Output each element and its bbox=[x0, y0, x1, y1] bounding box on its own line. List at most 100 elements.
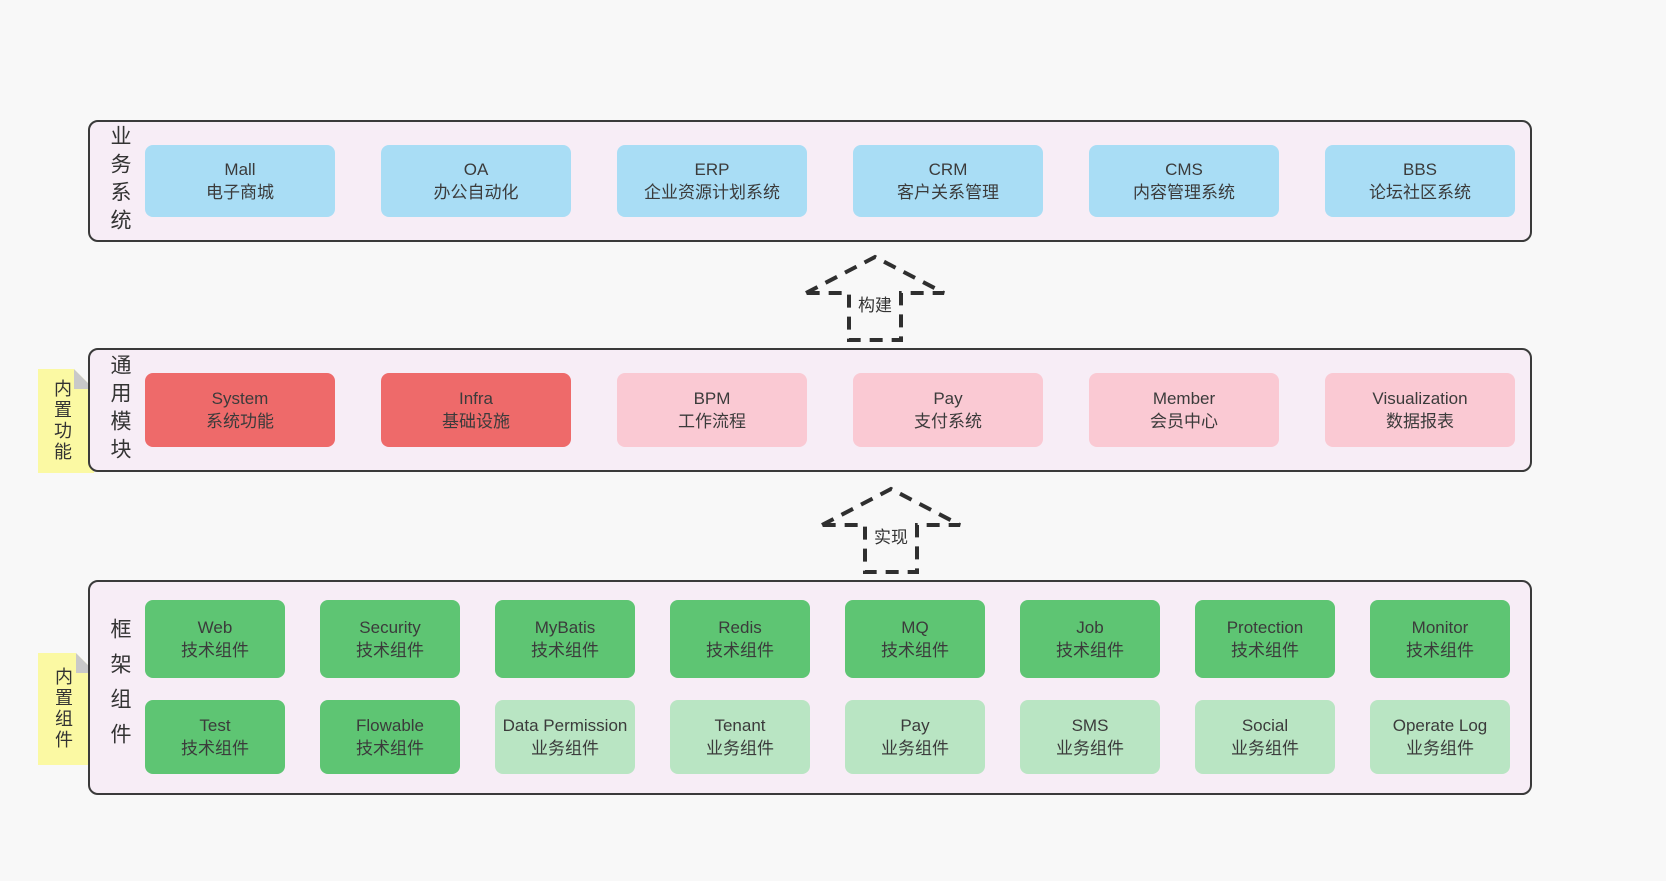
box-protection: Protection 技术组件 bbox=[1195, 600, 1335, 678]
box-subtitle: 业务组件 bbox=[1231, 739, 1299, 758]
box-title: Test bbox=[199, 716, 231, 735]
layer-side-label: 通用模块 bbox=[108, 354, 131, 466]
box-pay: Pay 支付系统 bbox=[853, 373, 1043, 447]
box-subtitle: 业务组件 bbox=[881, 739, 949, 758]
arrow-build-label: 构建 bbox=[854, 290, 896, 317]
box-title: Tenant bbox=[714, 716, 766, 735]
box-subtitle: 业务组件 bbox=[1406, 739, 1474, 758]
arrow-build: 构建 bbox=[800, 252, 950, 344]
business-systems-row: Mall 电子商城 OA 办公自动化 ERP 企业资源计划系统 CRM bbox=[90, 145, 1530, 217]
box-operate-log: Operate Log 业务组件 bbox=[1370, 700, 1510, 774]
box-subtitle: 技术组件 bbox=[1056, 641, 1124, 660]
box-subtitle: 业务组件 bbox=[706, 739, 774, 758]
box-cms: CMS 内容管理系统 bbox=[1089, 145, 1279, 217]
box-infra: Infra 基础设施 bbox=[381, 373, 571, 447]
box-title: MyBatis bbox=[534, 618, 596, 637]
box-title: Pay bbox=[900, 716, 930, 735]
box-bbs: BBS 论坛社区系统 bbox=[1325, 145, 1515, 217]
framework-components-row-1: Web 技术组件 Security 技术组件 MyBatis 技术组件 bbox=[90, 600, 1530, 678]
box-title: Operate Log bbox=[1392, 716, 1488, 735]
box-subtitle: 数据报表 bbox=[1386, 412, 1454, 431]
box-monitor: Monitor 技术组件 bbox=[1370, 600, 1510, 678]
box-title: ERP bbox=[694, 160, 730, 179]
box-subtitle: 内容管理系统 bbox=[1133, 183, 1235, 202]
box-title: Monitor bbox=[1411, 618, 1469, 637]
box-subtitle: 业务组件 bbox=[1056, 739, 1124, 758]
box-subtitle: 办公自动化 bbox=[433, 183, 519, 202]
up-arrow-icon bbox=[821, 486, 961, 574]
box-subtitle: 技术组件 bbox=[706, 641, 774, 660]
box-title: Mall bbox=[224, 160, 256, 179]
box-subtitle: 技术组件 bbox=[531, 641, 599, 660]
box-title: Data Permission bbox=[502, 716, 628, 735]
box-title: SMS bbox=[1071, 716, 1109, 735]
box-subtitle: 支付系统 bbox=[914, 412, 982, 431]
box-mall: Mall 电子商城 bbox=[145, 145, 335, 217]
box-visualization: Visualization 数据报表 bbox=[1325, 373, 1515, 447]
up-arrow-icon bbox=[805, 254, 945, 342]
sticky-note-label: 内置组件 bbox=[53, 667, 73, 751]
sticky-note-label: 内置功能 bbox=[52, 379, 72, 463]
box-member: Member 会员中心 bbox=[1089, 373, 1279, 447]
box-subtitle: 基础设施 bbox=[442, 412, 510, 431]
box-title: Social bbox=[1241, 716, 1289, 735]
box-flowable: Flowable 技术组件 bbox=[320, 700, 460, 774]
box-system: System 系统功能 bbox=[145, 373, 335, 447]
box-title: CRM bbox=[928, 160, 968, 179]
framework-components-row-2: Test 技术组件 Flowable 技术组件 Data Permission … bbox=[90, 700, 1530, 774]
box-subtitle: 技术组件 bbox=[356, 641, 424, 660]
box-title: MQ bbox=[901, 618, 929, 637]
box-test: Test 技术组件 bbox=[145, 700, 285, 774]
box-title: Pay bbox=[933, 389, 963, 408]
box-subtitle: 系统功能 bbox=[206, 412, 274, 431]
box-subtitle: 技术组件 bbox=[181, 641, 249, 660]
box-subtitle: 技术组件 bbox=[1406, 641, 1474, 660]
box-mybatis: MyBatis 技术组件 bbox=[495, 600, 635, 678]
box-title: Security bbox=[359, 618, 421, 637]
box-subtitle: 技术组件 bbox=[181, 739, 249, 758]
arrow-implement-label: 实现 bbox=[870, 522, 912, 549]
box-job: Job 技术组件 bbox=[1020, 600, 1160, 678]
box-subtitle: 技术组件 bbox=[881, 641, 949, 660]
box-subtitle: 客户关系管理 bbox=[897, 183, 999, 202]
layer-framework-components: 框架组件 Web 技术组件 Security 技术组件 MyBatis bbox=[88, 580, 1532, 795]
box-subtitle: 企业资源计划系统 bbox=[644, 183, 780, 202]
box-title: System bbox=[211, 389, 269, 408]
box-title: BBS bbox=[1402, 160, 1438, 179]
box-redis: Redis 技术组件 bbox=[670, 600, 810, 678]
box-subtitle: 工作流程 bbox=[678, 412, 746, 431]
box-oa: OA 办公自动化 bbox=[381, 145, 571, 217]
box-subtitle: 会员中心 bbox=[1150, 412, 1218, 431]
box-web: Web 技术组件 bbox=[145, 600, 285, 678]
box-title: Web bbox=[197, 618, 233, 637]
box-title: Flowable bbox=[355, 716, 425, 735]
common-modules-row: System 系统功能 Infra 基础设施 BPM 工作流程 Pay bbox=[90, 373, 1530, 447]
layer-side-label: 框架组件 bbox=[108, 617, 131, 758]
box-title: Visualization bbox=[1372, 389, 1468, 408]
box-subtitle: 论坛社区系统 bbox=[1369, 183, 1471, 202]
box-data-permission: Data Permission 业务组件 bbox=[495, 700, 635, 774]
layer-common-modules: 通用模块 System 系统功能 Infra 基础设施 BPM bbox=[88, 348, 1532, 472]
box-tenant: Tenant 业务组件 bbox=[670, 700, 810, 774]
box-title: Job bbox=[1076, 618, 1104, 637]
box-title: Redis bbox=[718, 618, 762, 637]
box-security: Security 技术组件 bbox=[320, 600, 460, 678]
box-subtitle: 电子商城 bbox=[206, 183, 274, 202]
box-subtitle: 业务组件 bbox=[531, 739, 599, 758]
arrow-implement: 实现 bbox=[816, 484, 966, 576]
box-mq: MQ 技术组件 bbox=[845, 600, 985, 678]
box-bpm: BPM 工作流程 bbox=[617, 373, 807, 447]
box-title: Protection bbox=[1226, 618, 1304, 637]
box-subtitle: 技术组件 bbox=[356, 739, 424, 758]
box-title: Member bbox=[1152, 389, 1216, 408]
sticky-note-built-in-features: 内置功能 bbox=[38, 369, 94, 473]
box-crm: CRM 客户关系管理 bbox=[853, 145, 1043, 217]
box-social: Social 业务组件 bbox=[1195, 700, 1335, 774]
box-title: BPM bbox=[693, 389, 731, 408]
box-title: Infra bbox=[458, 389, 494, 408]
box-erp: ERP 企业资源计划系统 bbox=[617, 145, 807, 217]
box-subtitle: 技术组件 bbox=[1231, 641, 1299, 660]
layer-side-label: 业务系统 bbox=[108, 125, 131, 237]
layer-business-systems: 业务系统 Mall 电子商城 OA 办公自动化 ERP bbox=[88, 120, 1532, 242]
box-title: CMS bbox=[1165, 160, 1203, 179]
